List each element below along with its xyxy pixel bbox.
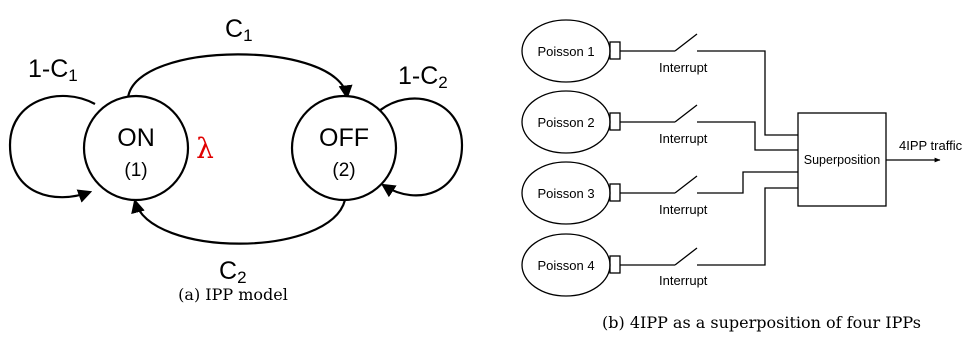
poisson-label: Poisson 3 bbox=[537, 186, 594, 201]
caption-a: (a) IPP model bbox=[178, 285, 288, 304]
poisson-source-4: Poisson 4 bbox=[521, 233, 621, 297]
on-state-circle bbox=[82, 94, 190, 202]
on-self-loop-label: 1-C1 bbox=[28, 55, 78, 85]
wire-2 bbox=[620, 104, 798, 151]
off-self-loop-arrow bbox=[377, 97, 464, 198]
poisson-label: Poisson 4 bbox=[537, 258, 594, 273]
wire-3 bbox=[620, 171, 798, 194]
poisson-label: Poisson 1 bbox=[537, 44, 594, 59]
poisson-port bbox=[609, 112, 621, 131]
wire-4 bbox=[620, 187, 798, 266]
rate-lambda-symbol: λ bbox=[196, 132, 214, 165]
off-self-loop-label: 1-C2 bbox=[398, 62, 448, 92]
on-to-off-arrow bbox=[126, 53, 353, 100]
poisson-source-2: Poisson 2 bbox=[521, 90, 621, 154]
off-state-name: OFF bbox=[319, 124, 369, 152]
poisson-source-3: Poisson 3 bbox=[521, 161, 621, 225]
on-to-off-label: C1 bbox=[225, 15, 253, 45]
output-label: 4IPP traffic bbox=[899, 138, 963, 153]
off-to-on-label: C2 bbox=[219, 257, 247, 287]
poisson-source-1: Poisson 1 bbox=[521, 19, 621, 83]
interrupt-label-3: Interrupt bbox=[659, 202, 708, 217]
superposition-diagram: Poisson 1 Poisson 2 Poisson 3 Poisson 4 … bbox=[521, 19, 963, 332]
poisson-port bbox=[609, 183, 621, 202]
interrupt-label-4: Interrupt bbox=[659, 273, 708, 288]
off-state-index: (2) bbox=[332, 160, 355, 181]
ipp-model-diagram: ON (1) OFF (2) C1 C2 1-C1 1-C2 λ (a) IPP… bbox=[8, 15, 464, 304]
wire-1 bbox=[620, 33, 798, 136]
interrupt-label-2: Interrupt bbox=[659, 131, 708, 146]
superposition-label: Superposition bbox=[804, 153, 880, 167]
caption-b: (b) 4IPP as a superposition of four IPPs bbox=[602, 313, 921, 332]
off-state-circle bbox=[290, 94, 398, 202]
poisson-port bbox=[609, 41, 621, 60]
on-self-loop-arrow bbox=[8, 94, 96, 203]
interrupt-label-1: Interrupt bbox=[659, 60, 708, 75]
off-to-on-arrow bbox=[131, 198, 347, 245]
poisson-label: Poisson 2 bbox=[537, 115, 594, 130]
on-state-index: (1) bbox=[124, 160, 147, 181]
poisson-port bbox=[609, 255, 621, 274]
on-state-name: ON bbox=[117, 124, 155, 152]
